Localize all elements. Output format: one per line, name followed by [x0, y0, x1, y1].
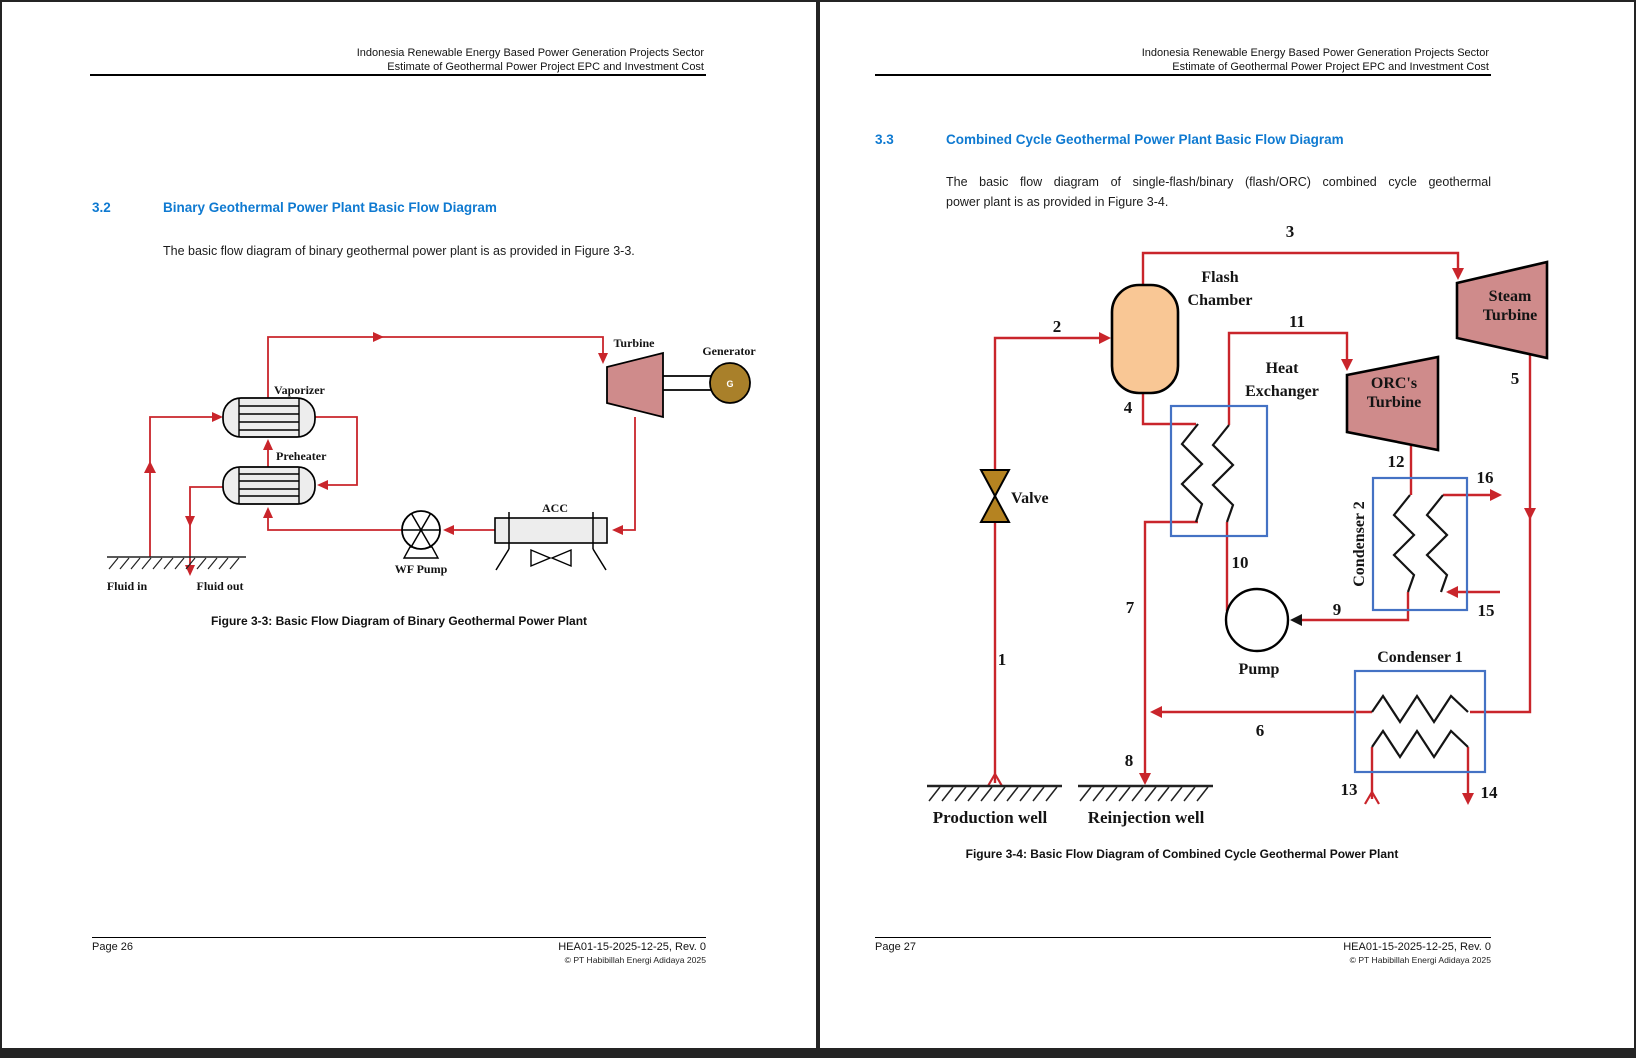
wf-pump-symbol [401, 510, 441, 559]
acc-condenser [494, 512, 608, 571]
page-number: Page 27 [875, 941, 916, 953]
flow-arrows [144, 332, 623, 576]
page-27: Indonesia Renewable Energy Based Power G… [820, 2, 1634, 1048]
vaporizer-exchanger [222, 397, 316, 438]
production-well-label: Production well [933, 808, 1048, 827]
orc-turbine-label-2: Turbine [1367, 394, 1422, 411]
pump-label: Pump [1239, 661, 1280, 678]
flash-chamber-symbol [1110, 283, 1180, 395]
reinjection-well-ground [1078, 784, 1213, 802]
body-line-2: power plant is as provided in Figure 3-4… [946, 195, 1169, 209]
generator-label: Generator [702, 344, 756, 358]
stream-label: 7 [1126, 598, 1135, 617]
stream-label: 13 [1341, 780, 1358, 799]
stream-label: 3 [1286, 222, 1295, 241]
header-line-1: Indonesia Renewable Energy Based Power G… [356, 47, 704, 59]
stream-label: 16 [1477, 468, 1494, 487]
preheater-exchanger [222, 466, 316, 505]
condenser-2-box [1371, 476, 1469, 612]
page-header: Indonesia Renewable Energy Based Power G… [90, 46, 704, 74]
figure-caption: Figure 3-4: Basic Flow Diagram of Combin… [965, 847, 1399, 861]
stream-label: 12 [1388, 452, 1405, 471]
section-number: 3.2 [92, 200, 111, 215]
body-paragraph: The basic flow diagram of binary geother… [163, 244, 635, 258]
doc-reference: HEA01-15-2025-12-25, Rev. 0 [1343, 941, 1491, 953]
production-well-ground [927, 784, 1062, 802]
stream-label: 15 [1478, 601, 1495, 620]
copyright: © PT Habibillah Energi Adidaya 2025 [564, 955, 706, 965]
section-number: 3.3 [875, 132, 894, 147]
stream-label: 14 [1481, 783, 1499, 802]
stream-label: 2 [1053, 317, 1062, 336]
body-paragraph: The basic flow diagram of single-flash/b… [946, 172, 1491, 212]
flash-chamber-label-2: Chamber [1188, 292, 1253, 309]
fluid-in-label: Fluid in [107, 579, 148, 593]
flow-lines [993, 251, 1532, 799]
stream-label: 8 [1125, 751, 1134, 770]
pump-inlet-arrow [1290, 614, 1302, 626]
section-title: Binary Geothermal Power Plant Basic Flow… [163, 200, 497, 215]
fan-icon [530, 548, 572, 568]
body-line-1: The basic flow diagram of single-flash/b… [946, 175, 1491, 189]
heat-exchanger-box [1169, 404, 1269, 538]
footer-right: HEA01-15-2025-12-25, Rev. 0 © PT Habibil… [877, 941, 1491, 967]
preheater-label: Preheater [276, 449, 327, 463]
steam-turbine-label-2: Turbine [1483, 307, 1538, 324]
generator-letter: G [726, 379, 733, 389]
stream-label: 5 [1511, 369, 1520, 388]
heat-exchanger-label-2: Exchanger [1245, 383, 1319, 400]
generator-symbol [709, 362, 751, 404]
turbine-label: Turbine [614, 336, 656, 350]
shaft [663, 375, 711, 391]
header-line-1: Indonesia Renewable Energy Based Power G… [1141, 47, 1489, 59]
stream-label: 1 [998, 650, 1007, 669]
section-title: Combined Cycle Geothermal Power Plant Ba… [946, 132, 1344, 147]
vaporizer-label: Vaporizer [274, 383, 326, 397]
condenser-2-label: Condenser 2 [1351, 501, 1368, 587]
chevron-arrows [987, 771, 1380, 805]
valve-symbol [979, 469, 1011, 523]
footer-rule [875, 937, 1491, 939]
flash-chamber-label-1: Flash [1201, 269, 1238, 286]
doc-reference: HEA01-15-2025-12-25, Rev. 0 [558, 941, 706, 953]
footer-right: HEA01-15-2025-12-25, Rev. 0 © PT Habibil… [92, 941, 706, 967]
turbine-symbol [606, 351, 664, 419]
page-number: Page 26 [92, 941, 133, 953]
stream-label: 6 [1256, 721, 1265, 740]
stream-numbers: 1 2 3 4 5 6 7 8 9 10 11 12 13 14 15 16 [998, 222, 1520, 802]
stream-label: 11 [1289, 312, 1305, 331]
figure-3-4-diagram: Flash Chamber Steam Turbine Heat Exchang… [927, 222, 1549, 827]
flow-arrows [1099, 268, 1536, 805]
footer-rule [92, 937, 706, 939]
orc-turbine-symbol [1345, 355, 1440, 452]
header-line-2: Estimate of Geothermal Power Project EPC… [1172, 61, 1489, 73]
header-rule [875, 74, 1491, 76]
ground-hatch [107, 556, 246, 570]
coils [1180, 423, 1469, 760]
steam-turbine-label-1: Steam [1489, 288, 1532, 305]
fluid-out-label: Fluid out [196, 579, 243, 593]
condenser-1-label: Condenser 1 [1377, 649, 1463, 666]
figure-caption: Figure 3-3: Basic Flow Diagram of Binary… [210, 614, 588, 628]
condenser-1-box [1353, 669, 1487, 774]
flow-lines [149, 336, 636, 574]
copyright: © PT Habibillah Energi Adidaya 2025 [1349, 955, 1491, 965]
page-header: Indonesia Renewable Energy Based Power G… [875, 46, 1489, 74]
pump-symbol [1224, 587, 1290, 653]
stream-label: 4 [1124, 398, 1133, 417]
header-rule [90, 74, 706, 76]
stream-label: 9 [1333, 600, 1342, 619]
header-line-2: Estimate of Geothermal Power Project EPC… [387, 61, 704, 73]
acc-label: ACC [542, 501, 568, 515]
heat-exchanger-label-1: Heat [1266, 360, 1300, 377]
figure-3-3-diagram: Vaporizer Preheater Turbine Generator G … [107, 332, 756, 593]
stream-label: 10 [1232, 553, 1249, 572]
page-26: Indonesia Renewable Energy Based Power G… [2, 2, 816, 1048]
wf-pump-label: WF Pump [395, 562, 448, 576]
steam-turbine-symbol [1455, 260, 1549, 360]
orc-turbine-label-1: ORC's [1371, 375, 1417, 392]
valve-label: Valve [1011, 490, 1049, 507]
reinjection-well-label: Reinjection well [1088, 808, 1205, 827]
